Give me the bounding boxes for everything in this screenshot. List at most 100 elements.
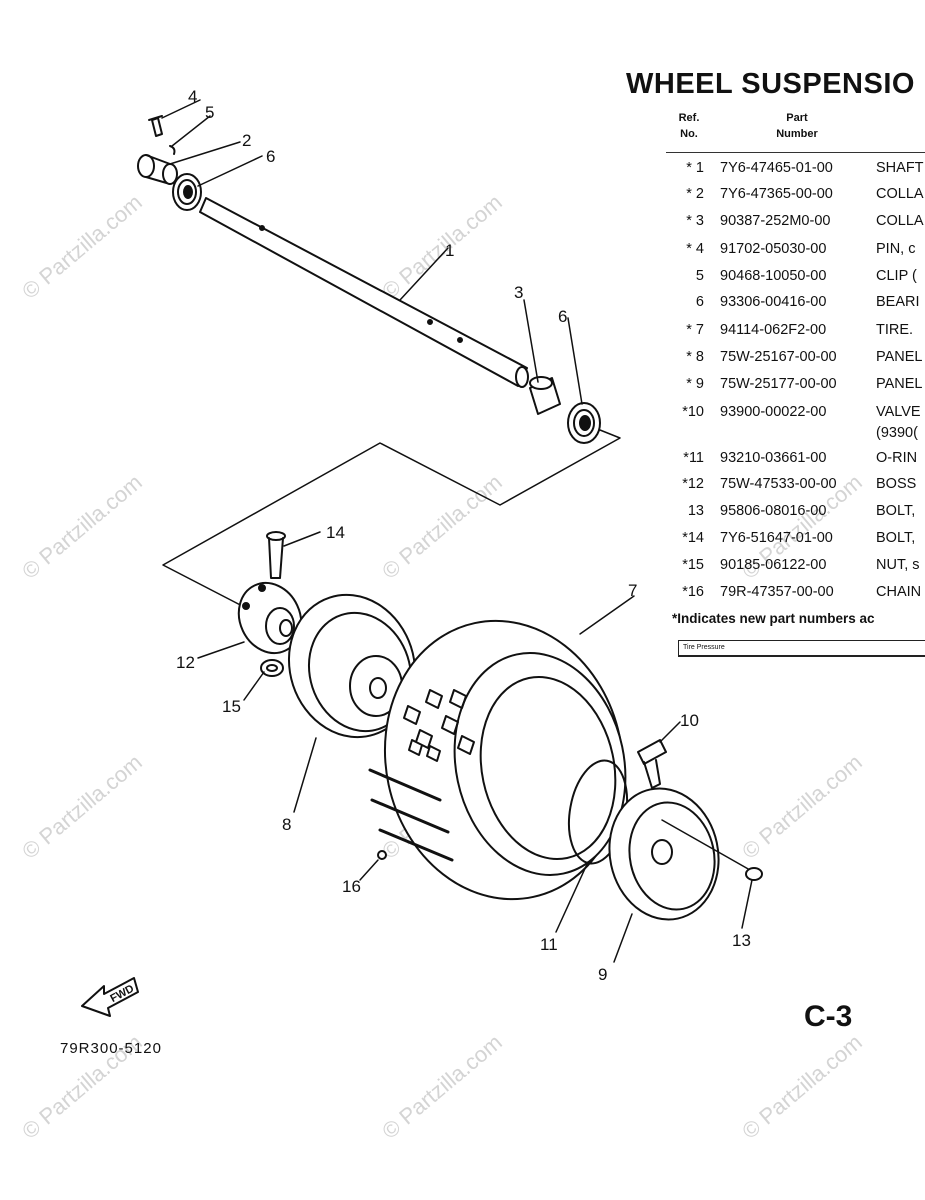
callout-15: 15 xyxy=(222,697,241,716)
description-cell: NUT, s xyxy=(876,557,920,573)
ref-cell: *12 xyxy=(682,476,704,492)
chain-part xyxy=(377,850,387,860)
part-number-cell: 95806-08016-00 xyxy=(720,503,827,519)
part-number-cell: 7Y6-47465-01-00 xyxy=(720,160,833,176)
description-cell: CLIP ( xyxy=(876,268,917,284)
collar-part xyxy=(137,154,178,185)
description-cell: BEARI xyxy=(876,294,920,310)
callout-11: 11 xyxy=(540,935,558,954)
watermark: © Partzilla.com xyxy=(377,1029,507,1143)
shaft-part xyxy=(199,197,529,388)
pin-part xyxy=(148,115,176,155)
watermark: © Partzilla.com xyxy=(17,189,147,303)
callout-9: 9 xyxy=(598,965,607,984)
watermark: © Partzilla.com xyxy=(737,749,867,863)
tire-pressure-label: Tire Pressure xyxy=(683,644,725,651)
description-cell: COLLA xyxy=(876,213,924,229)
part-number-cell: 7Y6-51647-01-00 xyxy=(720,530,833,546)
nut-part xyxy=(260,659,284,677)
description-cell: TIRE. xyxy=(876,322,914,338)
description-cell: VALVE xyxy=(876,404,921,420)
description-cell: PANEL xyxy=(876,376,923,392)
part-number-cell: 90468-10050-00 xyxy=(720,268,827,284)
description-cell: SHAFT xyxy=(876,160,924,176)
callout-5: 5 xyxy=(205,103,214,122)
callout-8: 8 xyxy=(282,815,291,834)
header-ref-line1: Ref. xyxy=(678,112,700,124)
outer-panel-part xyxy=(608,787,751,921)
part-number-cell: 75W-47533-00-00 xyxy=(720,476,837,492)
description-cell: BOLT, xyxy=(876,530,916,546)
part-number-cell: 93210-03661-00 xyxy=(720,450,827,466)
description-cell: O-RIN xyxy=(876,450,918,466)
watermark: © Partzilla.com xyxy=(377,469,507,583)
ref-no-header: Ref. No. xyxy=(672,110,706,142)
row-description-continued: (9390( xyxy=(876,425,918,441)
watermark: © Partzilla.com xyxy=(377,189,507,303)
description-cell: COLLA xyxy=(876,186,924,202)
callout-2: 2 xyxy=(242,131,251,150)
header-divider xyxy=(666,152,925,153)
callout-leaders xyxy=(161,99,753,963)
ref-cell: 5 xyxy=(695,268,704,284)
header-part-line2: Number xyxy=(776,128,818,140)
part-number-cell: 93306-00416-00 xyxy=(720,294,827,310)
watermark: © Partzilla.com xyxy=(17,469,147,583)
ref-cell: * 9 xyxy=(686,376,704,392)
ref-cell: * 4 xyxy=(686,241,704,257)
ref-cell: * 7 xyxy=(686,322,704,338)
header-part-line1: Part xyxy=(786,112,808,124)
description-cell: BOSS xyxy=(876,476,917,492)
watermark: © Partzilla.com xyxy=(17,749,147,863)
callout-12: 12 xyxy=(176,653,195,672)
description-cell: PIN, c xyxy=(876,241,916,257)
part-number-cell: 7Y6-47365-00-00 xyxy=(720,186,833,202)
part-number-cell: 93900-00022-00 xyxy=(720,404,827,420)
part-number-cell: 90185-06122-00 xyxy=(720,557,827,573)
collar-part xyxy=(529,376,561,415)
part-number-cell: 75W-25167-00-00 xyxy=(720,349,837,365)
ref-cell: *16 xyxy=(682,584,704,600)
inner-panel-part xyxy=(287,593,417,739)
page-title: WHEEL SUSPENSIO xyxy=(626,68,915,100)
part-number-cell: 90387-252M0-00 xyxy=(720,213,831,229)
description-cell: BOLT, xyxy=(876,503,916,519)
table-note: *Indicates new part numbers ac xyxy=(672,611,875,626)
ref-cell: *10 xyxy=(682,404,704,420)
header-ref-line2: No. xyxy=(680,128,698,140)
callout-13: 13 xyxy=(732,931,751,950)
valve-part xyxy=(637,739,667,789)
description-cell: CHAIN xyxy=(876,584,922,600)
assembly-line xyxy=(162,429,621,611)
bolt-part xyxy=(745,867,763,881)
watermark: © Partzilla.com xyxy=(737,1029,867,1143)
ref-cell: * 2 xyxy=(686,186,704,202)
part-number-cell: 91702-05030-00 xyxy=(720,241,827,257)
callout-4: 4 xyxy=(188,87,197,106)
part-number-cell: 94114-062F2-00 xyxy=(720,322,827,338)
callout-6: 6 xyxy=(266,147,275,166)
part-number-cell: 79R-47357-00-00 xyxy=(720,584,834,600)
ref-cell: 13 xyxy=(687,503,704,519)
description-cell: PANEL xyxy=(876,349,923,365)
ref-cell: *15 xyxy=(682,557,704,573)
page-number: C-3 xyxy=(804,1000,853,1033)
ref-cell: * 1 xyxy=(686,160,704,176)
bearing-part xyxy=(567,402,601,444)
tire-part xyxy=(368,619,627,901)
forward-arrow-icon xyxy=(81,977,139,1017)
callout-1: 1 xyxy=(445,241,454,260)
callout-6: 6 xyxy=(558,307,567,326)
callout-7: 7 xyxy=(628,581,637,600)
bearing-part xyxy=(172,173,202,211)
callout-3: 3 xyxy=(514,283,523,302)
tire-pressure-box: Tire Pressure xyxy=(678,640,925,657)
callout-10: 10 xyxy=(680,711,699,730)
part-number-header: Part Number xyxy=(752,110,842,142)
fwd-label: FWD xyxy=(108,983,136,1005)
part-number-cell: 75W-25177-00-00 xyxy=(720,376,837,392)
ref-cell: 6 xyxy=(695,294,704,310)
ref-cell: * 8 xyxy=(686,349,704,365)
bolt-part xyxy=(266,531,286,579)
